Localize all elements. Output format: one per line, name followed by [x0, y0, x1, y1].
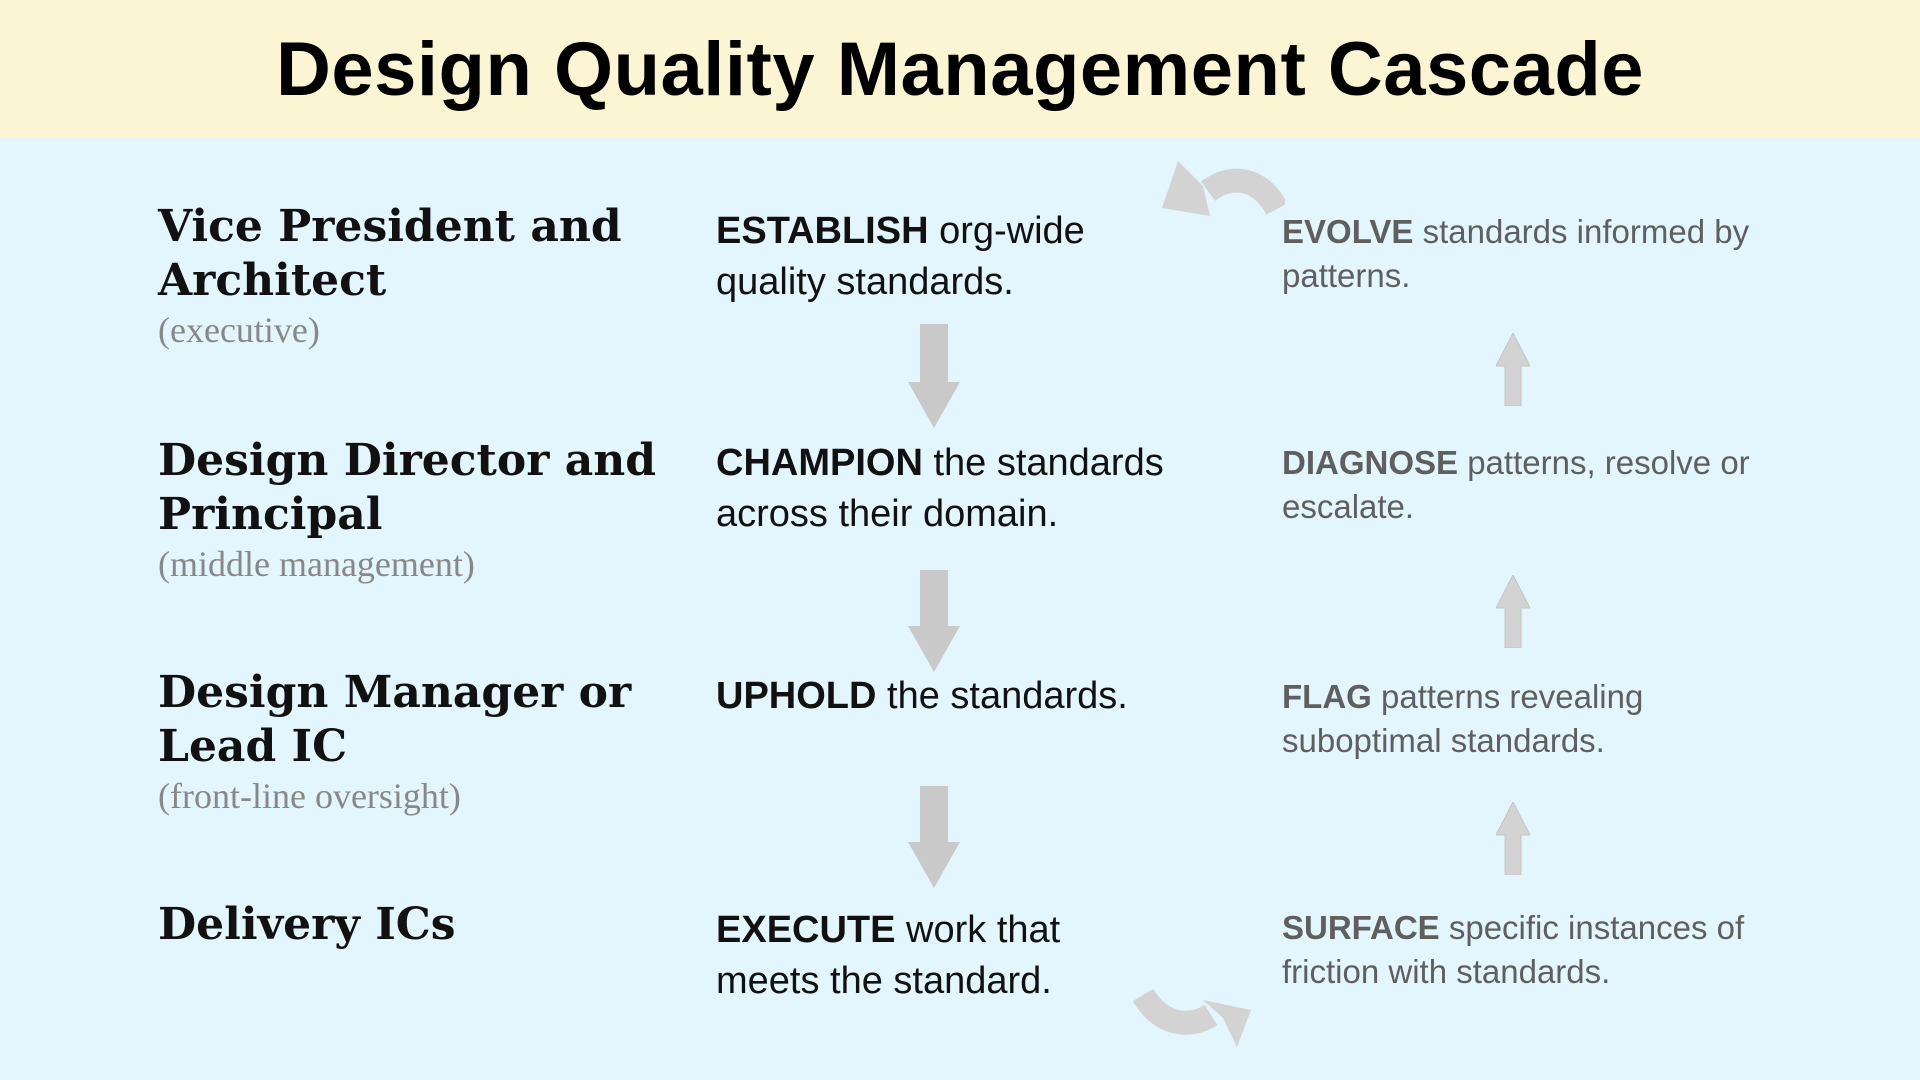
down-arrow-icon [908, 570, 960, 672]
role-level: (executive) [158, 310, 320, 350]
up-arrow-icon [1496, 802, 1530, 875]
role-level: (front-line oversight) [158, 776, 461, 816]
up-arrow-icon [1496, 333, 1530, 406]
down-arrow-icon [908, 324, 960, 428]
role-ics: Delivery ICs [158, 898, 678, 952]
feedback-diagnose: DIAGNOSE patterns, resolve or escalate. [1282, 444, 1750, 525]
role-name: Delivery ICs [158, 899, 456, 950]
action-establish: ESTABLISH org-wide quality standards. [716, 210, 1085, 303]
page-title: Design Quality Management Cascade [275, 27, 1645, 112]
feedback-evolve: EVOLVE standards informed by patterns. [1282, 213, 1750, 294]
down-arrow-icon [908, 786, 960, 888]
feedback-surface: SURFACE specific instances of friction w… [1282, 909, 1745, 990]
curved-arrow-top-icon [1162, 161, 1285, 216]
curved-arrow-bottom-icon [1132, 988, 1251, 1047]
action-champion: CHAMPION the standards across their doma… [716, 442, 1164, 535]
title-band [0, 0, 1920, 138]
feedback-flag: FLAG patterns revealing suboptimal stand… [1282, 678, 1644, 759]
up-arrow-icon [1496, 575, 1530, 648]
action-execute: EXECUTE work that meets the standard. [716, 909, 1061, 1002]
role-level: (middle management) [158, 544, 475, 584]
action-uphold: UPHOLD the standards. [716, 675, 1128, 717]
